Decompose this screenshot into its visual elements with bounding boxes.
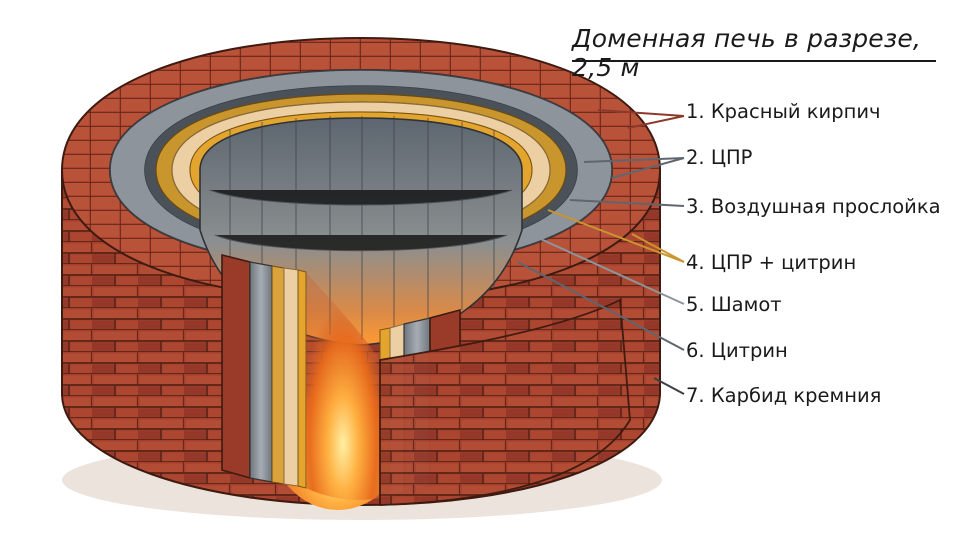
label-silicon-carbide: 7Карбид кремния bbox=[686, 384, 881, 407]
cut-face-left-citrine bbox=[297, 269, 307, 489]
label-chamotte: 5Шамот bbox=[686, 293, 782, 316]
leader-4b bbox=[631, 233, 685, 263]
opening-void bbox=[306, 272, 380, 500]
label-number: 7 bbox=[686, 384, 711, 407]
diagram-title: Доменная печь в разрезе, 2,5 м bbox=[572, 24, 922, 82]
label-citrine: 6Цитрин bbox=[686, 339, 788, 362]
label-number: 5 bbox=[686, 293, 711, 316]
label-number: 1 bbox=[686, 100, 711, 123]
leader-4a bbox=[547, 209, 685, 263]
cut-face-left-yellow bbox=[271, 265, 285, 485]
label-air-gap: 3Воздушная прослойка bbox=[686, 195, 941, 218]
leader-1a bbox=[597, 109, 685, 117]
cut-face-left-gray bbox=[249, 261, 273, 483]
label-cpr-citrine: 4ЦПР + цитрин bbox=[686, 251, 856, 274]
title-underline bbox=[572, 60, 936, 62]
label-number: 6 bbox=[686, 339, 711, 362]
label-text: Воздушная прослойка bbox=[710, 195, 941, 218]
front-brick-step bbox=[379, 298, 631, 506]
leader-6 bbox=[517, 261, 685, 351]
label-text: Цитрин bbox=[710, 339, 788, 362]
label-number: 3 bbox=[686, 195, 711, 218]
leader-lines bbox=[517, 109, 685, 395]
label-number: 2 bbox=[686, 146, 711, 169]
cut-face-left-chamotte bbox=[283, 267, 299, 487]
label-text: Красный кирпич bbox=[710, 100, 881, 123]
label-cpr: 2ЦПР bbox=[686, 146, 752, 169]
label-text: Карбид кремния bbox=[710, 384, 882, 407]
leader-2a bbox=[583, 157, 685, 163]
label-number: 4 bbox=[686, 251, 711, 274]
cut-face-left bbox=[221, 253, 251, 480]
leader-7 bbox=[653, 377, 685, 395]
label-text: ЦПР bbox=[710, 146, 753, 169]
leader-3 bbox=[569, 199, 685, 207]
label-text: Шамот bbox=[710, 293, 782, 316]
leader-2b bbox=[611, 157, 685, 179]
leader-1b bbox=[627, 115, 685, 129]
label-text: ЦПР + цитрин bbox=[710, 251, 857, 274]
label-red-brick: 1Красный кирпич bbox=[686, 100, 881, 123]
leader-5 bbox=[533, 235, 685, 305]
inner-tile-lines bbox=[209, 116, 513, 340]
